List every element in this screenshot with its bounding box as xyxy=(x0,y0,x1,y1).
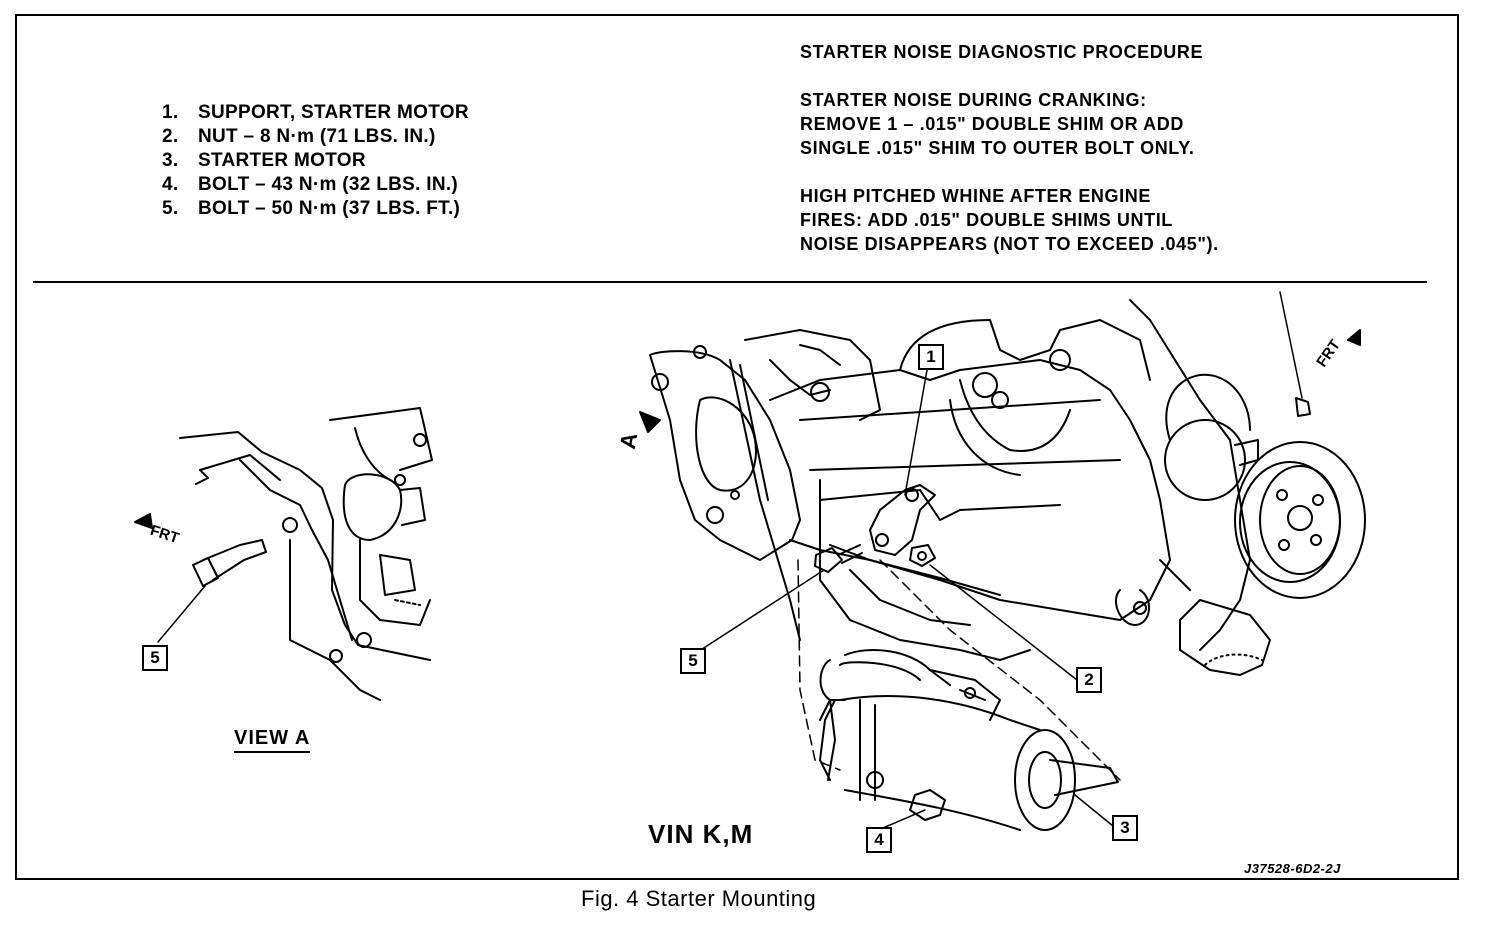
oil-filter xyxy=(1179,599,1271,676)
reference-code: J37528-6D2-2J xyxy=(1244,861,1341,876)
leader-line xyxy=(1074,794,1114,827)
view-a-bolt xyxy=(192,469,267,587)
procedure-line: NOISE DISAPPEARS (NOT TO EXCEED .045"). xyxy=(800,234,1219,254)
legend-text: STARTER MOTOR xyxy=(198,150,366,171)
starter-motor xyxy=(819,649,1119,831)
legend-text: BOLT – 50 N·m (37 LBS. FT.) xyxy=(198,198,461,219)
callout-1: 1 xyxy=(918,344,944,370)
diagram-frame xyxy=(15,14,1459,880)
legend-number: 4. xyxy=(162,174,179,195)
view-a-block xyxy=(179,431,431,661)
legend-item: 1. SUPPORT, STARTER MOTOR xyxy=(162,101,469,125)
diagnostic-procedure: STARTER NOISE DIAGNOSTIC PROCEDURE START… xyxy=(800,40,1219,256)
leader-line xyxy=(692,569,825,656)
callout-5-view-a: 5 xyxy=(142,645,168,671)
starter-bolt xyxy=(909,789,946,821)
procedure-line: HIGH PITCHED WHINE AFTER ENGINE xyxy=(800,186,1151,206)
starter-support xyxy=(869,484,936,556)
legend-item: 5. BOLT – 50 N·m (37 LBS. FT.) xyxy=(162,197,469,221)
legend-item: 4. BOLT – 43 N·m (32 LBS. IN.) xyxy=(162,173,469,197)
procedure-line: SINGLE .015" SHIM TO OUTER BOLT ONLY. xyxy=(800,138,1195,158)
support-bolt xyxy=(814,544,863,573)
support-nut xyxy=(909,544,936,567)
leader-line xyxy=(157,585,206,643)
legend-text: BOLT – 43 N·m (32 LBS. IN.) xyxy=(198,174,459,195)
view-a-solenoid xyxy=(342,473,403,541)
legend-text: NUT – 8 N·m (71 LBS. IN.) xyxy=(198,126,436,147)
procedure-line: REMOVE 1 – .015" DOUBLE SHIM OR ADD xyxy=(800,114,1184,134)
engine-illustration xyxy=(649,291,1366,831)
legend-number: 5. xyxy=(162,198,179,219)
legend-number: 2. xyxy=(162,126,179,147)
view-a-block-lower xyxy=(289,539,381,701)
parts-legend: 1. SUPPORT, STARTER MOTOR 2. NUT – 8 N·m… xyxy=(162,101,469,221)
leader-line xyxy=(1279,291,1303,399)
legend-number: 3. xyxy=(162,150,179,171)
leader-line xyxy=(882,809,926,829)
view-a-arrow-icon xyxy=(639,411,661,433)
leader-line xyxy=(929,564,1078,681)
timing-cover xyxy=(1129,299,1251,651)
legend-text: SUPPORT, STARTER MOTOR xyxy=(198,102,469,123)
leader-line xyxy=(904,369,928,496)
pulley-hub xyxy=(1164,419,1246,501)
callout-3: 3 xyxy=(1112,815,1138,841)
engine-block xyxy=(769,359,1171,621)
figure-caption: Fig. 4 Starter Mounting xyxy=(581,886,817,911)
legend-item: 3. STARTER MOTOR xyxy=(162,149,469,173)
legend-number: 1. xyxy=(162,102,179,123)
view-a-illustration xyxy=(157,407,433,701)
procedure-line: FIRES: ADD .015" DOUBLE SHIMS UNTIL xyxy=(800,210,1173,230)
view-a-label: VIEW A xyxy=(234,727,311,753)
frt-arrow-icon xyxy=(134,513,153,529)
legend-item: 2. NUT – 8 N·m (71 LBS. IN.) xyxy=(162,125,469,149)
callout-2: 2 xyxy=(1076,667,1102,693)
procedure-line: STARTER NOISE DURING CRANKING: xyxy=(800,90,1147,110)
vin-label: VIN K,M xyxy=(648,819,754,849)
bellhousing xyxy=(649,350,801,561)
exhaust-manifold xyxy=(989,319,1151,381)
procedure-title: STARTER NOISE DIAGNOSTIC PROCEDURE xyxy=(800,42,1204,62)
frt-arrow-icon xyxy=(1347,329,1361,346)
callout-4: 4 xyxy=(866,827,892,853)
crank-pulley xyxy=(1234,439,1366,599)
section-divider xyxy=(33,281,1427,283)
callout-5: 5 xyxy=(680,648,706,674)
view-a-support xyxy=(239,459,353,641)
